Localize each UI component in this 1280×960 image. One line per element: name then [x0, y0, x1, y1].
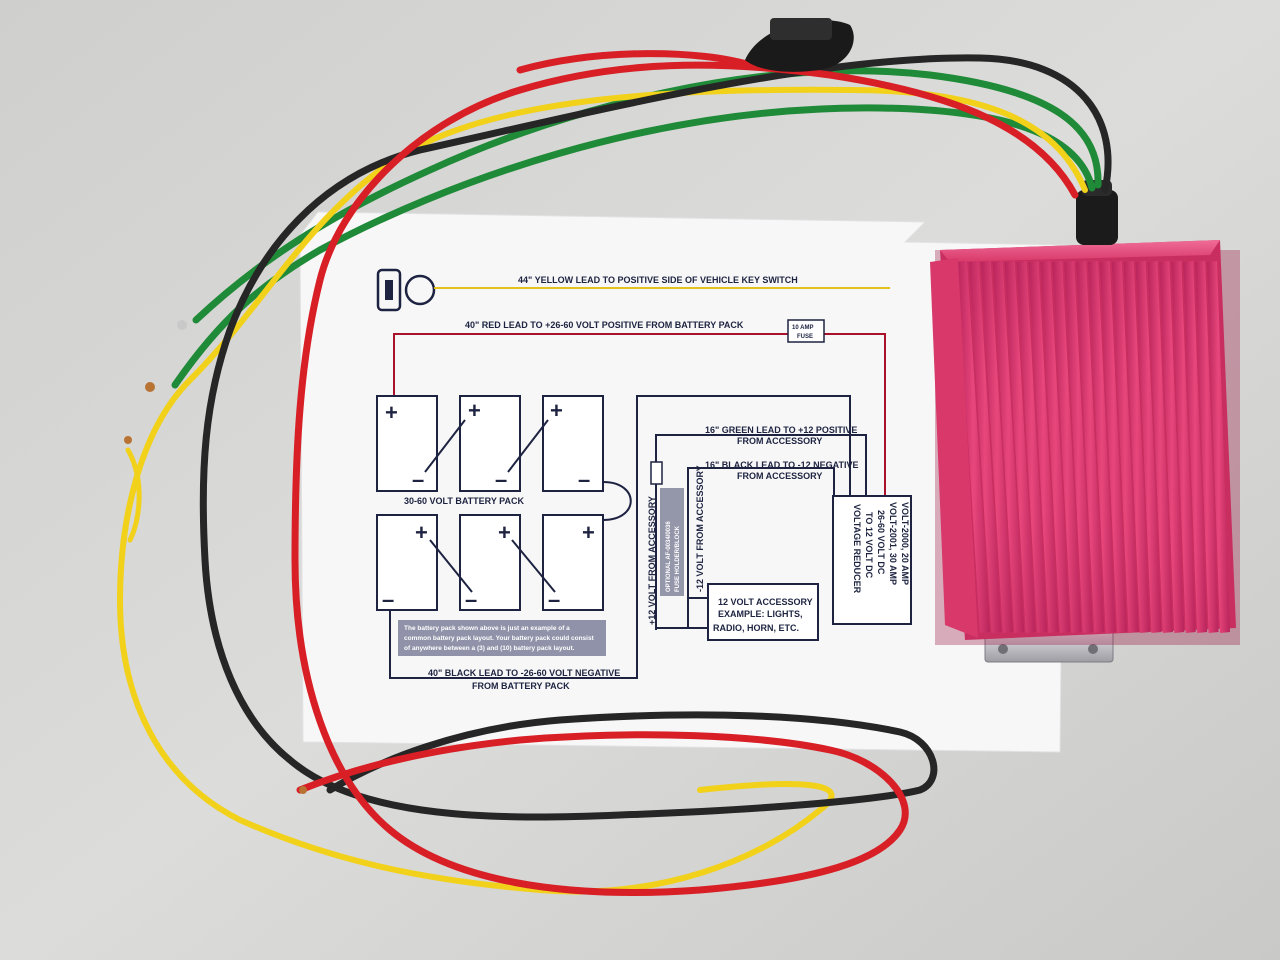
red-lead-line [393, 333, 886, 500]
svg-text:FUSE: FUSE [797, 334, 813, 340]
battery-note: The battery pack shown above is just an … [398, 620, 606, 656]
svg-text:The battery pack shown above i: The battery pack shown above is just an … [404, 625, 570, 632]
red-lead-label: 40" RED LEAD TO +26-60 VOLT POSITIVE FRO… [465, 320, 744, 330]
heatsink-fin [992, 261, 1025, 633]
svg-text:+: + [385, 400, 398, 425]
svg-text:RADIO, HORN, ETC.: RADIO, HORN, ETC. [713, 623, 799, 633]
heatsink-fin [957, 261, 990, 633]
battery-cell [459, 514, 521, 611]
battery-cell [376, 395, 438, 492]
wires [116, 18, 1112, 896]
fuse-symbol: 10 AMP FUSE [787, 319, 825, 343]
svg-text:–: – [465, 587, 477, 612]
svg-text:+: + [550, 398, 563, 423]
heatsink-fin [1004, 261, 1036, 633]
svg-text:10 AMP: 10 AMP [792, 325, 813, 331]
heatsink-fin [1040, 261, 1070, 633]
svg-text:–: – [412, 467, 424, 492]
heatsink-fin [1028, 261, 1059, 633]
plus-12v-label: +12 VOLT FROM ACCESSORY [647, 496, 657, 625]
heatsink-fin [1087, 261, 1116, 633]
heatsink-fin [968, 261, 1002, 633]
heatsink-fin [1135, 261, 1162, 633]
svg-text:VOLT-2001, 30 AMP: VOLT-2001, 30 AMP [888, 502, 898, 585]
accessory-box: 12 VOLT ACCESSORY EXAMPLE: LIGHTS, RADIO… [656, 583, 819, 641]
battery-cell [542, 514, 604, 611]
inline-fuse-holder [745, 18, 854, 72]
svg-text:FROM ACCESSORY: FROM ACCESSORY [737, 436, 822, 446]
yellow-wire-tip [124, 436, 132, 444]
red-wire-top [516, 50, 754, 74]
reducer-box: VOLT-2000, 20 AMP VOLT-2001, 30 AMP 26-6… [832, 495, 912, 625]
svg-text:–: – [578, 467, 590, 492]
key-switch-icon [376, 268, 436, 312]
heatsink-fin [1016, 261, 1048, 633]
heatsink-fin [1052, 261, 1082, 633]
green-wire-2 [171, 104, 1096, 389]
black-battery-lead-label-2: FROM BATTERY PACK [472, 681, 570, 691]
minus-12v-label: -12 VOLT FROM ACCESSORY [695, 465, 705, 592]
voltage-reducer-device [930, 180, 1240, 663]
svg-text:VOLTAGE REDUCER: VOLTAGE REDUCER [852, 504, 862, 594]
svg-text:VOLT-2000, 20 AMP: VOLT-2000, 20 AMP [900, 502, 910, 585]
svg-text:16" GREEN LEAD TO +12 POSITIVE: 16" GREEN LEAD TO +12 POSITIVE [705, 425, 857, 435]
svg-text:FUSE HOLDER/BLOCK: FUSE HOLDER/BLOCK [675, 525, 681, 592]
wiring-diagram: 44" YELLOW LEAD TO POSITIVE SIDE OF VEHI… [376, 268, 912, 691]
green-wire-tip-2 [145, 382, 155, 392]
battery-row-top: + – + – + – [376, 395, 632, 521]
svg-text:+: + [582, 520, 595, 545]
svg-text:of anywhere between a (3) and: of anywhere between a (3) and (10) batte… [404, 645, 575, 652]
green-lead-line [655, 434, 867, 630]
svg-text:–: – [495, 467, 507, 492]
green-wire-tip [177, 320, 187, 330]
red-wire [291, 61, 1079, 896]
heatsink-fins [957, 261, 1230, 633]
heatsink-fin [980, 261, 1013, 633]
heatsink-fin [1195, 261, 1219, 633]
battery-row-bottom: + – + – + – [376, 514, 604, 612]
svg-text:+: + [415, 520, 428, 545]
battery-pack-label: 30-60 VOLT BATTERY PACK [404, 496, 525, 506]
svg-text:EXAMPLE: LIGHTS,: EXAMPLE: LIGHTS, [718, 609, 803, 619]
heatsink-fin [1123, 261, 1150, 633]
battery-cell [459, 395, 521, 492]
svg-text:TO 12 VOLT DC: TO 12 VOLT DC [864, 512, 874, 579]
battery-cell [542, 395, 604, 492]
svg-text:26-60 VOLT DC: 26-60 VOLT DC [876, 510, 886, 575]
heatsink-fin [1147, 261, 1173, 633]
battery-cell [376, 514, 438, 611]
black-battery-lead-label: 40" BLACK LEAD TO -26-60 VOLT NEGATIVE [428, 668, 620, 678]
heatsink-fin [1111, 261, 1139, 633]
black-battery-lead-line [389, 395, 851, 679]
svg-text:FROM ACCESSORY: FROM ACCESSORY [737, 471, 822, 481]
optional-fuse-label: OPTIONAL AF-0034/0036 [666, 521, 672, 592]
heatsink-fin [1099, 261, 1128, 633]
heatsink-fin [1171, 261, 1196, 633]
red-wire-tip [299, 786, 307, 794]
svg-text:12 VOLT ACCESSORY: 12 VOLT ACCESSORY [718, 597, 813, 607]
svg-text:–: – [548, 587, 560, 612]
yellow-lead-label: 44" YELLOW LEAD TO POSITIVE SIDE OF VEHI… [518, 275, 798, 285]
black-wire [199, 54, 1112, 821]
heatsink-fin [1159, 261, 1185, 633]
optional-fuse-symbol [650, 461, 663, 485]
svg-text:–: – [382, 587, 394, 612]
heatsink-fin [1207, 261, 1230, 633]
heatsink-fin [1183, 261, 1208, 633]
heatsink-fin [1064, 261, 1093, 633]
black-accessory-lead-line [687, 467, 835, 628]
svg-text:+: + [498, 520, 511, 545]
svg-text:+: + [468, 398, 481, 423]
heatsink-fin [1076, 261, 1105, 633]
svg-text:common battery pack layout. Yo: common battery pack layout. Your battery… [404, 635, 595, 642]
yellow-wire-tail [125, 447, 142, 543]
svg-text:16" BLACK LEAD TO -12 NEGATIVE: 16" BLACK LEAD TO -12 NEGATIVE [705, 460, 858, 470]
